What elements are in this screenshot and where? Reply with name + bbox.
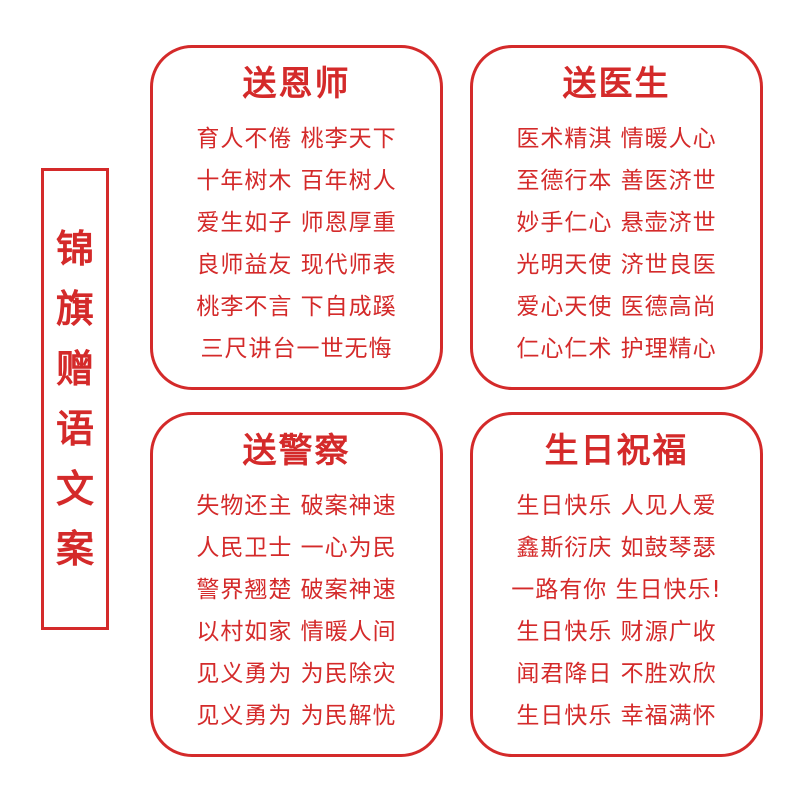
phrase-item: 警界翘楚 破案神速	[196, 577, 397, 603]
phrase-list: 育人不倦 桃李天下 十年树木 百年树人 爱生如子 师恩厚重 良师益友 现代师表 …	[153, 118, 440, 370]
phrase-item: 仁心仁术 护理精心	[516, 336, 717, 362]
phrase-item: 十年树木 百年树人	[196, 168, 397, 194]
panel-police: 送警察 失物还主 破案神速 人民卫士 一心为民 警界翘楚 破案神速 以村如家 情…	[150, 412, 443, 757]
side-title-char: 文	[55, 467, 94, 511]
phrase-item: 爱生如子 师恩厚重	[196, 210, 397, 236]
phrase-item: 以村如家 情暖人间	[196, 619, 397, 645]
phrase-item: 光明天使 济世良医	[516, 252, 717, 278]
panel-doctor: 送医生 医术精淇 情暖人心 至德行本 善医济世 妙手仁心 悬壶济世 光明天使 济…	[470, 45, 763, 390]
side-title-box: 锦 旗 赠 语 文 案	[41, 168, 109, 630]
phrase-item: 失物还主 破案神速	[196, 493, 397, 519]
side-title-char: 案	[55, 527, 94, 571]
phrase-item: 爱心天使 医德高尚	[516, 294, 717, 320]
panel-birthday: 生日祝福 生日快乐 人见人爱 鑫斯衍庆 如鼓琴瑟 一路有你 生日快乐! 生日快乐…	[470, 412, 763, 757]
panel-teacher: 送恩师 育人不倦 桃李天下 十年树木 百年树人 爱生如子 师恩厚重 良师益友 现…	[150, 45, 443, 390]
phrase-item: 生日快乐 财源广收	[516, 619, 717, 645]
side-title-char: 锦	[55, 227, 94, 271]
phrase-item: 桃李不言 下自成蹊	[196, 294, 397, 320]
side-title-char: 赠	[55, 347, 94, 391]
phrase-item: 闻君降日 不胜欢欣	[516, 661, 717, 687]
phrase-item: 见义勇为 为民除灾	[196, 661, 397, 687]
panel-title: 送警察	[242, 431, 351, 471]
phrase-list: 生日快乐 人见人爱 鑫斯衍庆 如鼓琴瑟 一路有你 生日快乐! 生日快乐 财源广收…	[473, 485, 760, 737]
phrase-item: 育人不倦 桃李天下	[196, 126, 397, 152]
phrase-item: 妙手仁心 悬壶济世	[516, 210, 717, 236]
phrase-list: 失物还主 破案神速 人民卫士 一心为民 警界翘楚 破案神速 以村如家 情暖人间 …	[153, 485, 440, 737]
phrase-item: 三尺讲台一世无悔	[200, 336, 393, 362]
panel-title: 送医生	[562, 64, 671, 104]
phrase-item: 鑫斯衍庆 如鼓琴瑟	[516, 535, 717, 561]
panel-title: 送恩师	[242, 64, 351, 104]
phrase-item: 一路有你 生日快乐!	[511, 577, 722, 603]
side-title-char: 语	[55, 407, 94, 451]
phrase-item: 生日快乐 人见人爱	[516, 493, 717, 519]
phrase-item: 良师益友 现代师表	[196, 252, 397, 278]
panel-title: 生日祝福	[544, 431, 689, 471]
phrase-item: 人民卫士 一心为民	[196, 535, 397, 561]
phrase-item: 生日快乐 幸福满怀	[516, 703, 717, 729]
phrase-list: 医术精淇 情暖人心 至德行本 善医济世 妙手仁心 悬壶济世 光明天使 济世良医 …	[473, 118, 760, 370]
phrase-item: 医术精淇 情暖人心	[516, 126, 717, 152]
side-title-char: 旗	[55, 287, 94, 331]
phrase-item: 至德行本 善医济世	[516, 168, 717, 194]
phrase-item: 见义勇为 为民解忧	[196, 703, 397, 729]
